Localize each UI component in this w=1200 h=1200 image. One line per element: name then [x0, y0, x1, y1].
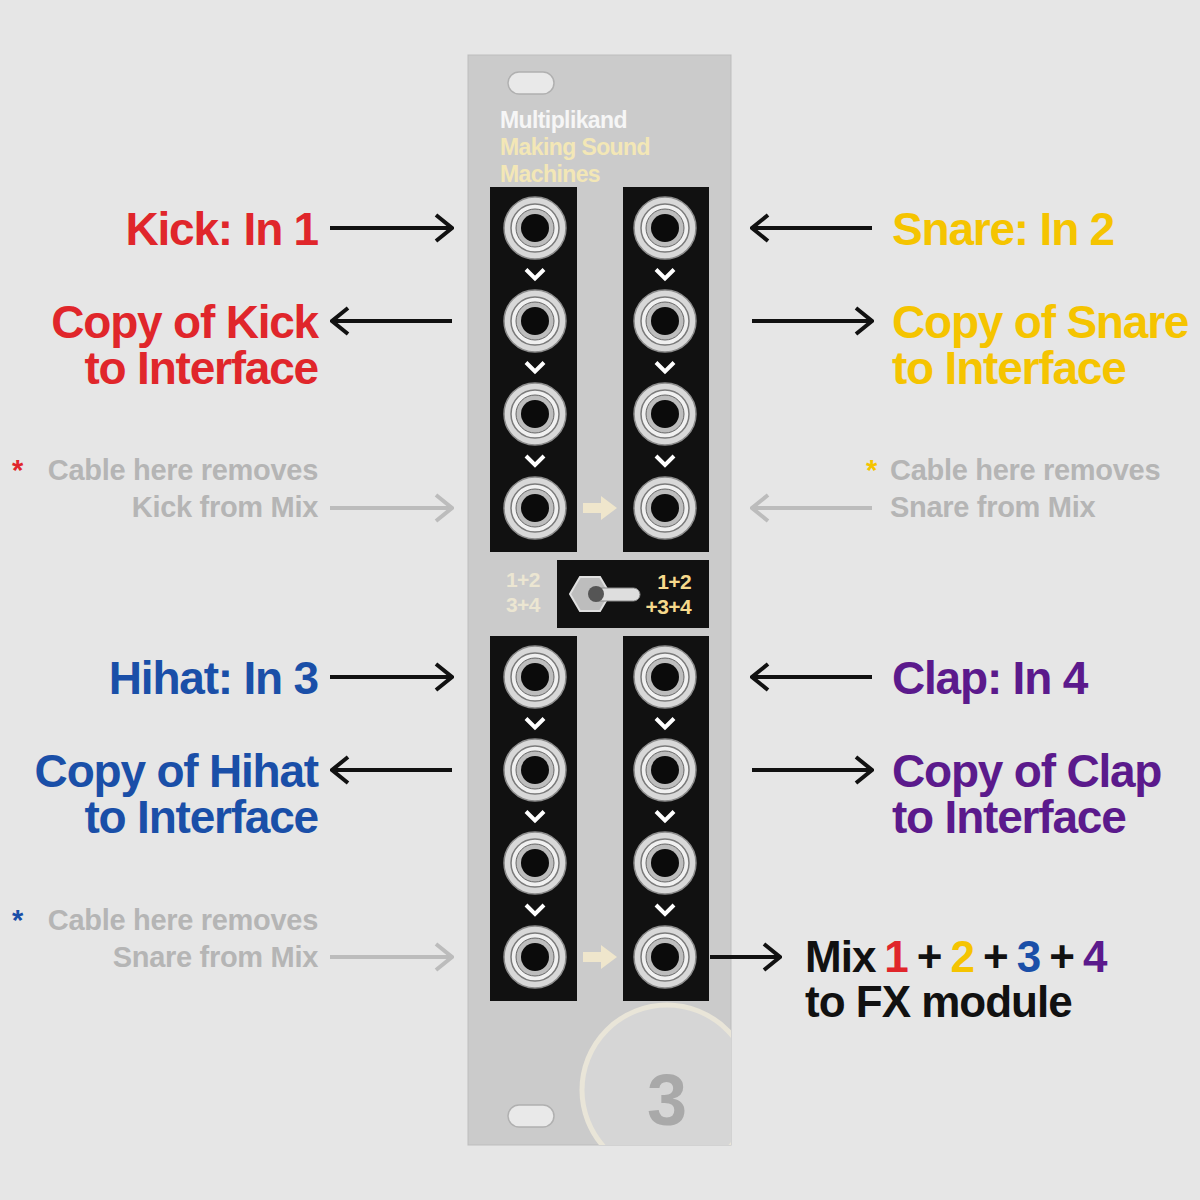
jack-column: [623, 636, 709, 1001]
maker-name: Making Sound Machines: [500, 134, 675, 188]
leader-arrow: [752, 319, 872, 323]
mix-number: 3: [1017, 935, 1040, 979]
toggle-pivot: [588, 586, 604, 602]
normal-chevron: [656, 456, 674, 465]
jack: [504, 926, 566, 988]
leader-arrow: [752, 226, 872, 230]
normal-arrow: [583, 496, 617, 520]
jack: [634, 739, 696, 801]
footnote-mark: *: [12, 902, 36, 939]
switch-box: 1+2 +3+4: [557, 560, 709, 628]
jack-column: [490, 187, 577, 552]
leader-arrow-grey: [330, 955, 452, 959]
mix-plus: +: [1049, 935, 1074, 979]
output-label: Copy of Kick to Interface: [26, 299, 318, 391]
normal-chevron: [526, 905, 544, 914]
output-label: Copy of Clap to Interface: [892, 748, 1188, 840]
numbered-circle: 3: [579, 1002, 731, 1145]
jack: [634, 197, 696, 259]
normal-chevron: [656, 363, 674, 372]
mix-word: Mix: [805, 935, 875, 979]
note-label: Cable here removes Snare from Mix: [18, 902, 318, 976]
mix-number: 2: [951, 935, 974, 979]
normal-chevron: [656, 812, 674, 821]
module-name: Multiplikand: [500, 107, 720, 134]
input-label: Snare: In 2: [892, 206, 1192, 252]
module-number: 3: [579, 1060, 731, 1140]
jack: [504, 739, 566, 801]
output-label: Copy of Snare to Interface: [892, 299, 1200, 391]
switch-label: 1+2 3+4: [506, 567, 558, 617]
toggle-nut: [570, 577, 610, 611]
jack: [504, 383, 566, 445]
normal-chevron: [656, 905, 674, 914]
mix-number: 4: [1083, 935, 1106, 979]
leader-arrow: [710, 955, 780, 959]
input-label: Clap: In 4: [892, 655, 1192, 701]
leader-arrow: [330, 226, 452, 230]
input-label: Hihat: In 3: [18, 655, 318, 701]
leader-arrow: [752, 768, 872, 772]
note-label: Cable here removes Snare from Mix: [890, 452, 1190, 526]
mix-plus: +: [917, 935, 942, 979]
input-label: Kick: In 1: [18, 206, 318, 252]
jack-column: [490, 636, 577, 1001]
jack-column: [623, 187, 709, 552]
leader-arrow-grey: [330, 506, 452, 510]
jack: [634, 383, 696, 445]
normal-chevron: [656, 270, 674, 279]
jack: [634, 926, 696, 988]
jack: [504, 290, 566, 352]
jack: [634, 646, 696, 708]
switch-box: [557, 560, 709, 628]
switch-label: 1+2 +3+4: [621, 569, 691, 619]
jack: [504, 646, 566, 708]
leader-arrow: [330, 675, 452, 679]
normal-chevron: [526, 812, 544, 821]
output-label: Copy of Hihat to Interface: [12, 748, 318, 840]
leader-arrow: [332, 768, 452, 772]
jack: [634, 832, 696, 894]
mix-number: 1: [884, 935, 907, 979]
normal-chevron: [526, 363, 544, 372]
jack: [634, 290, 696, 352]
module-panel: [468, 55, 731, 1145]
mix-line: Mix1+2+3+4: [805, 935, 1106, 979]
jack: [504, 477, 566, 539]
leader-arrow-grey: [752, 506, 872, 510]
mounting-slot: [508, 72, 554, 94]
jack: [504, 197, 566, 259]
footnote-mark: *: [12, 452, 36, 489]
leader-arrow: [332, 319, 452, 323]
normal-arrow: [583, 945, 617, 969]
normal-chevron: [526, 270, 544, 279]
normal-chevron: [656, 719, 674, 728]
mounting-slot: [508, 1105, 554, 1127]
jack: [504, 832, 566, 894]
leader-arrow: [752, 675, 872, 679]
mix-destination: to FX module: [805, 980, 1185, 1024]
footnote-mark: *: [866, 452, 890, 489]
note-label: Cable here removes Kick from Mix: [18, 452, 318, 526]
mix-plus: +: [983, 935, 1008, 979]
normal-chevron: [526, 456, 544, 465]
jack: [634, 477, 696, 539]
normal-chevron: [526, 719, 544, 728]
